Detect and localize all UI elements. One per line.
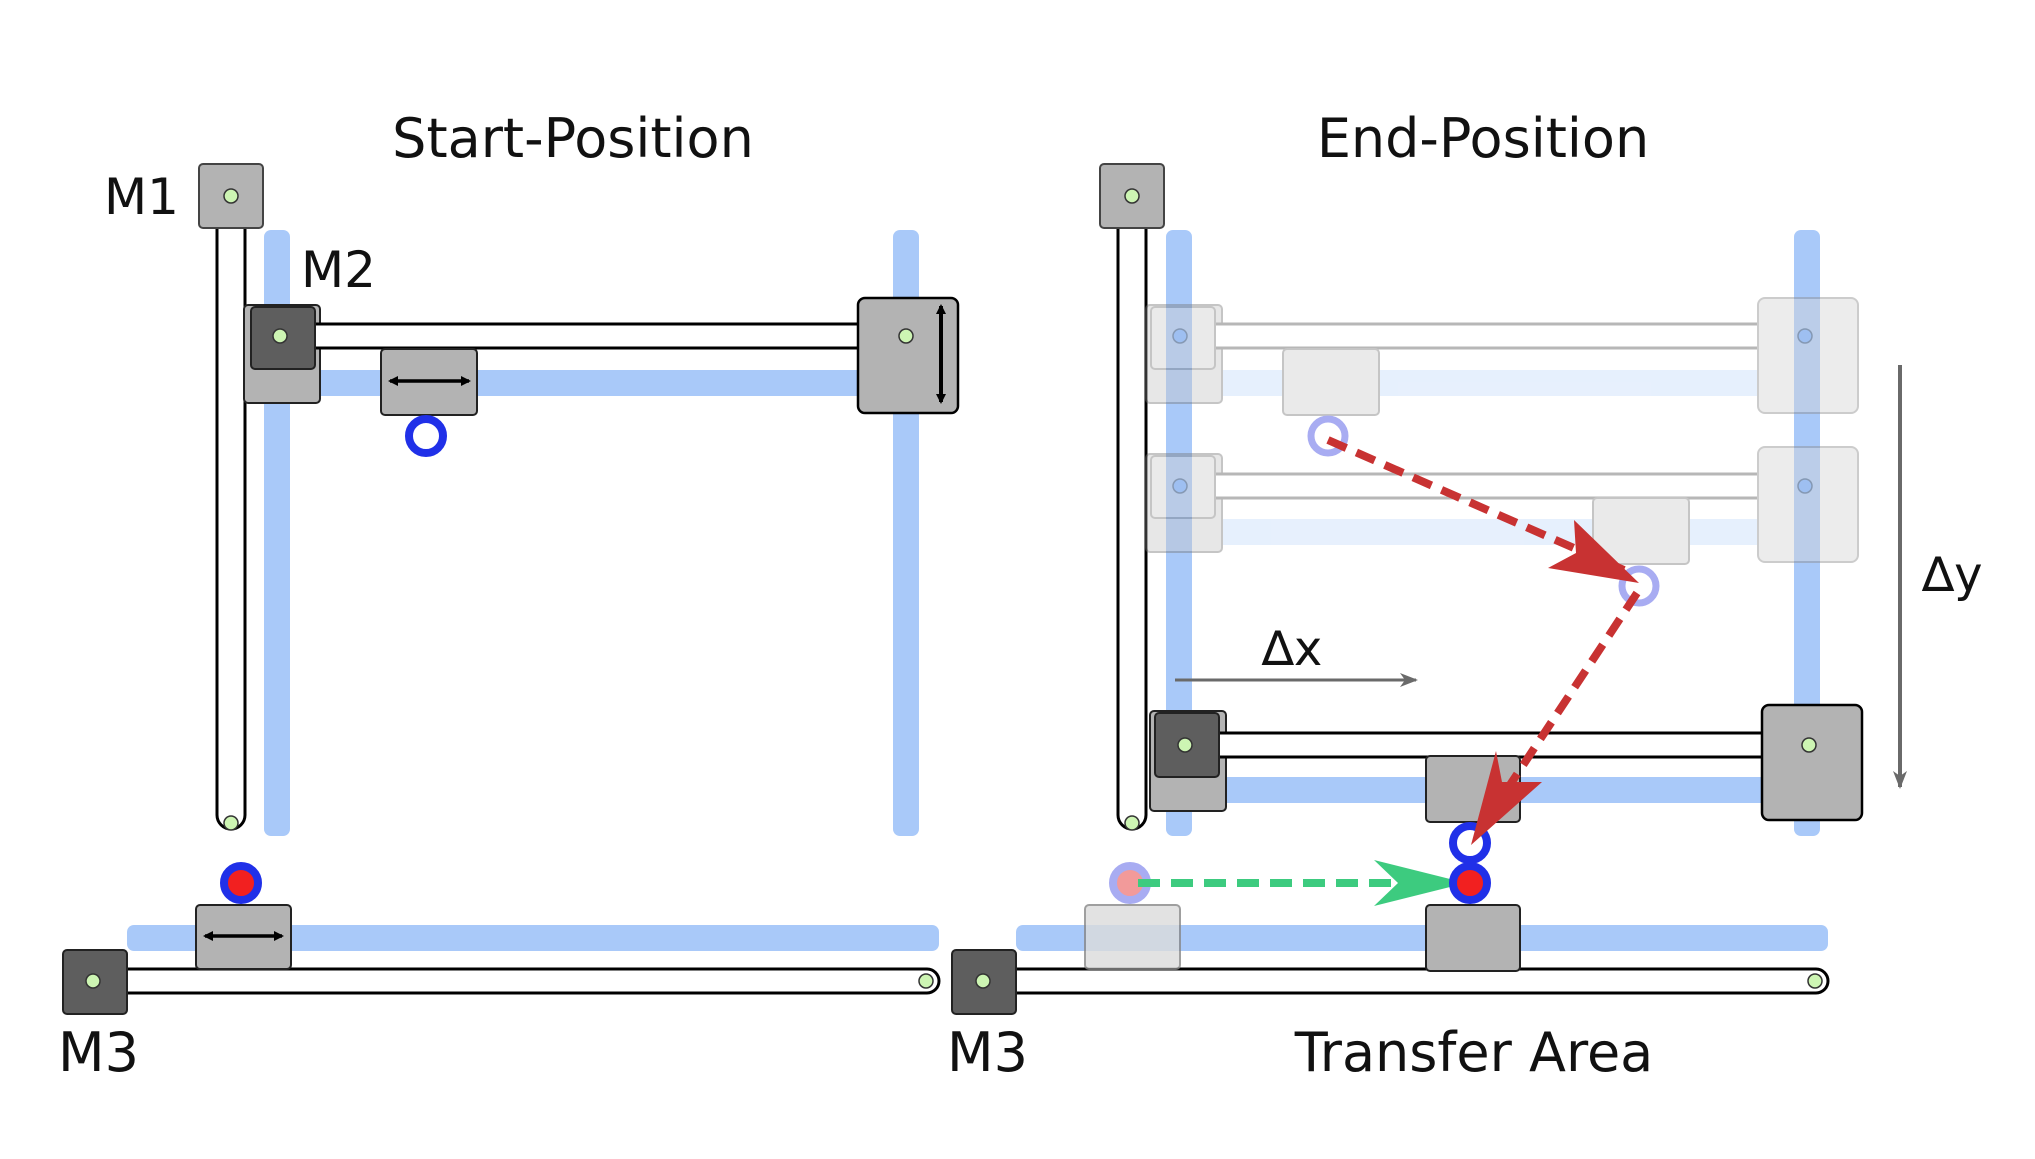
m1-idler-pulley: [1124, 815, 1140, 831]
m1-pulley: [223, 188, 239, 204]
m3-idler-pulley: [1807, 973, 1823, 989]
m1-vertical-belt: [215, 187, 247, 831]
m1-pulley: [1124, 188, 1140, 204]
end-position-panel: End-Position: [947, 107, 1983, 1084]
ghost-m2-motor: [1150, 455, 1216, 519]
m3-pulley: [975, 973, 991, 989]
ghost-m2-carriage: [1145, 453, 1223, 553]
m3-label: M3: [58, 1021, 139, 1084]
ghost-m2-motor: [1150, 306, 1216, 370]
ghost-gantry-position-1: [1145, 297, 1859, 416]
m2-pulley: [272, 328, 288, 344]
m1-vertical-belt: [1116, 187, 1148, 831]
gripper-ring: [405, 415, 447, 457]
motion-path-segment-2: [1492, 590, 1641, 809]
m3-bottom-belt: [89, 967, 941, 995]
end-position-title: End-Position: [1317, 107, 1649, 170]
ghost-tool-carriage: [1592, 497, 1690, 565]
active-belt: [1170, 731, 1820, 759]
start-position-panel: Start-Position M1 M2 M3: [58, 107, 960, 1084]
ghost-tool-carriage: [1282, 348, 1380, 416]
m3-idler-pulley: [918, 973, 934, 989]
ghost-belt: [1166, 472, 1820, 500]
ghost-right-pulley: [1797, 478, 1813, 494]
right-end-pulley: [898, 328, 914, 344]
m2-label: M2: [301, 241, 376, 299]
bottom-guide-rail: [1016, 925, 1828, 951]
motion-path-arrowhead-2: [1471, 751, 1542, 845]
m3-label: M3: [947, 1021, 1028, 1084]
m1-label: M1: [104, 168, 179, 226]
right-end-carriage: [856, 296, 960, 415]
m2-horizontal-belt: [266, 322, 920, 350]
ghost-right-end-carriage: [1757, 446, 1859, 563]
workpiece: [220, 862, 262, 904]
ghost-bottom-carriage: [1084, 904, 1181, 970]
active-right-pulley: [1801, 737, 1817, 753]
ghost-gantry-position-2: [1145, 446, 1859, 565]
m3-bottom-belt: [978, 967, 1830, 995]
delta-x-label: ∆x: [1261, 621, 1323, 677]
motion-path-arrowhead-1: [1548, 520, 1639, 583]
bottom-carriage: [1425, 904, 1521, 972]
motion-path-segment-1: [1326, 436, 1626, 574]
right-vertical-guide-rail: [1794, 230, 1820, 836]
ghost-horizontal-rail: [1210, 370, 1780, 396]
ghost-belt: [1166, 322, 1820, 350]
start-position-title: Start-Position: [392, 107, 754, 170]
active-m2-pulley: [1177, 737, 1193, 753]
ghost-m2-carriage: [1145, 304, 1223, 404]
transfer-area-label: Transfer Area: [1294, 1021, 1654, 1084]
left-vertical-guide-rail: [1166, 230, 1192, 836]
ghost-right-end-carriage: [1757, 297, 1859, 414]
active-right-end-carriage: [1760, 703, 1864, 822]
workpiece: [1449, 862, 1491, 904]
m1-idler-pulley: [223, 815, 239, 831]
bottom-guide-rail: [127, 925, 939, 951]
m3-pulley: [85, 973, 101, 989]
ghost-pulley: [1172, 478, 1188, 494]
ghost-right-pulley: [1797, 328, 1813, 344]
ghost-horizontal-rail: [1210, 519, 1780, 545]
delta-y-label: ∆y: [1921, 547, 1983, 603]
transfer-path-arrowhead: [1374, 860, 1466, 906]
ghost-pulley: [1172, 328, 1188, 344]
